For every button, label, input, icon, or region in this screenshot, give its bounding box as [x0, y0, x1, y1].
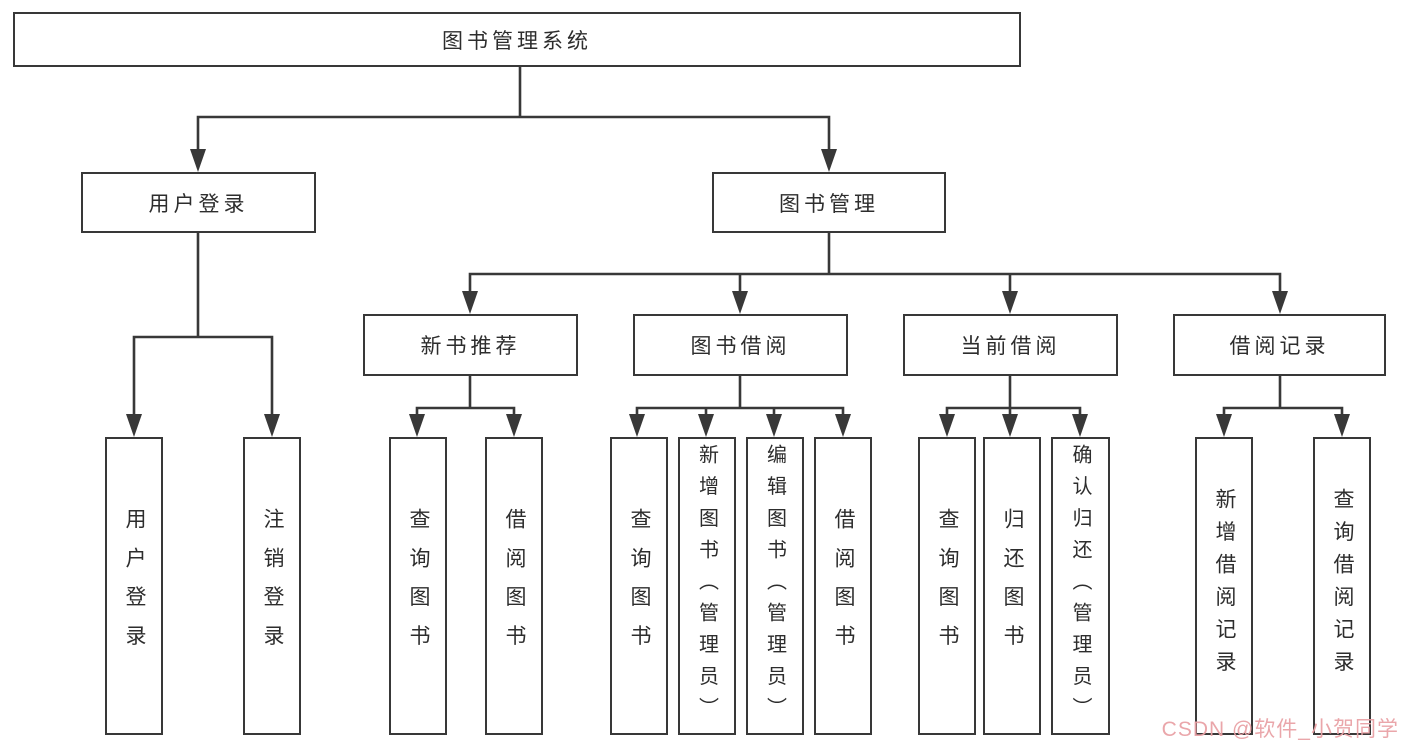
node-current-borrowing: 当前借阅	[903, 314, 1118, 376]
leaf-query-books-current: 查询图书	[918, 437, 976, 735]
node-current-borrowing-label: 当前借阅	[960, 335, 1061, 358]
node-book-borrowing-label: 图书借阅	[690, 335, 791, 358]
leaf-edit-books-admin: 编辑图书（管理员）	[746, 437, 804, 735]
node-borrowing-records: 借阅记录	[1173, 314, 1386, 376]
node-library-system: 图书管理系统	[13, 12, 1021, 67]
leaf-borrow-books-recommend: 借阅图书	[485, 437, 543, 735]
node-user-login: 用户登录	[81, 172, 316, 233]
leaf-borrow-books: 借阅图书	[814, 437, 872, 735]
csdn-watermark: CSDN @软件_小贺同学	[1161, 718, 1399, 741]
node-library-system-label: 图书管理系统	[442, 29, 592, 53]
leaf-add-books-admin: 新增图书（管理员）	[678, 437, 736, 735]
leaf-return-books: 归还图书	[983, 437, 1041, 735]
leaf-logout-login: 注销登录	[243, 437, 301, 735]
leaf-query-books-borrowing: 查询图书	[610, 437, 668, 735]
leaf-query-borrow-record: 查询借阅记录	[1313, 437, 1371, 735]
node-book-borrowing: 图书借阅	[633, 314, 848, 376]
node-user-login-label: 用户登录	[148, 192, 249, 216]
node-book-management-label: 图书管理	[779, 192, 879, 216]
node-new-book-recommend: 新书推荐	[363, 314, 578, 376]
leaf-user-login: 用户登录	[105, 437, 163, 735]
arrowheads	[126, 149, 1350, 437]
leaf-query-books-recommend: 查询图书	[389, 437, 447, 735]
leaf-add-borrow-record: 新增借阅记录	[1195, 437, 1253, 735]
node-new-book-recommend-label: 新书推荐	[420, 335, 521, 358]
leaf-confirm-return-admin: 确认归还（管理员）	[1051, 437, 1110, 735]
node-borrowing-records-label: 借阅记录	[1229, 335, 1330, 358]
node-book-management: 图书管理	[712, 172, 946, 233]
